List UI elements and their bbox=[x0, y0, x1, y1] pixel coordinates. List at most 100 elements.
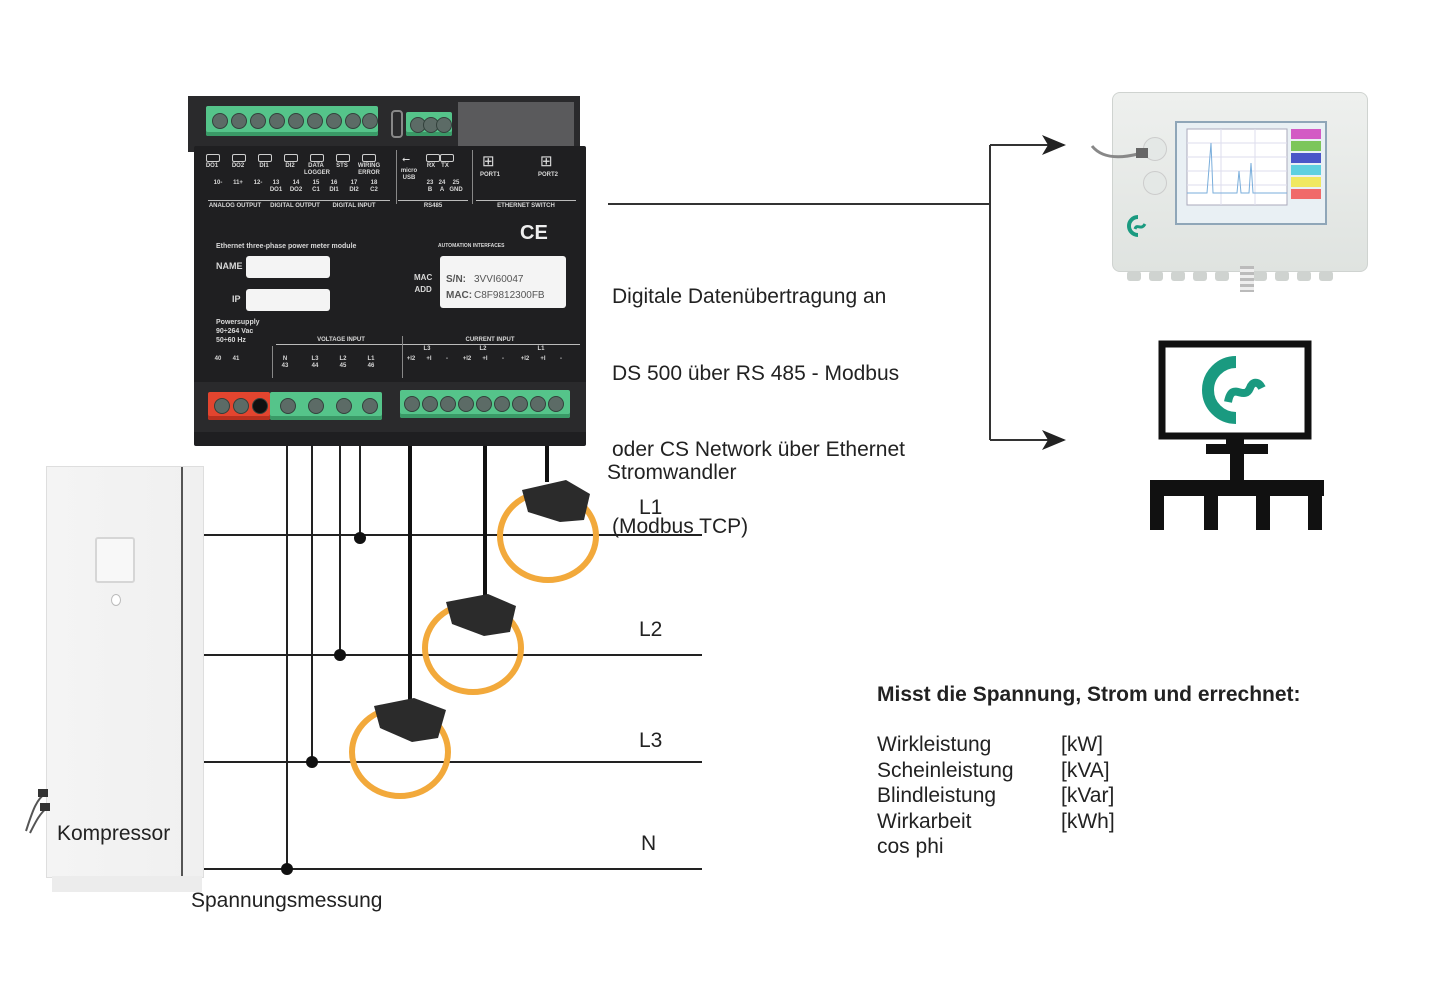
ip-field bbox=[246, 289, 330, 311]
serial-mac-label-plate: S/N: 3VVI60047 MAC: C8F9812300FB bbox=[440, 256, 566, 308]
terminal-label: 41 bbox=[232, 356, 240, 362]
terminal-label: 12- bbox=[253, 180, 263, 186]
led-label-di2: DI2 bbox=[285, 163, 295, 169]
compressor-cabinet: Kompressor bbox=[46, 466, 204, 878]
phase-label-l2: L2 bbox=[639, 618, 663, 641]
terminal-label: +I2 bbox=[406, 356, 416, 362]
network-port-icon: ⊞ bbox=[540, 153, 553, 170]
led-label-data-logger: DATA LOGGER bbox=[304, 163, 331, 176]
terminal-label: 14 DO2 bbox=[289, 180, 303, 193]
measurement-item: Blindleistung [kVar] bbox=[877, 783, 1114, 809]
terminal-label: +I bbox=[482, 356, 488, 362]
ds500-display-device bbox=[1112, 92, 1368, 281]
measurement-unit: [kWh] bbox=[1061, 809, 1115, 833]
terminal-label: 23 B bbox=[426, 180, 434, 193]
neutral-label: N bbox=[641, 832, 657, 855]
junction-dot-l1 bbox=[354, 532, 366, 544]
terminal-label: 11+ bbox=[233, 180, 243, 186]
section-ethernet-switch: ETHERNET SWITCH bbox=[497, 203, 555, 209]
junction-dot-n bbox=[281, 863, 293, 875]
terminal-label: 18 C2 bbox=[370, 180, 378, 193]
terminal-label: 25 GND bbox=[449, 180, 463, 193]
power-meter-module: DO1 DO2 DI1 DI2 DATA LOGGER STS WIRING E… bbox=[188, 96, 586, 446]
measurement-unit: [kVar] bbox=[1061, 784, 1115, 807]
terminal-label: L3 44 bbox=[311, 356, 319, 369]
current-clamp-l3 bbox=[349, 698, 451, 799]
terminal-label: 24 A bbox=[438, 180, 446, 193]
power-supply-spec: Powersupply 90÷264 Vac 50÷60 Hz bbox=[216, 319, 260, 344]
terminal-label: - bbox=[560, 356, 562, 362]
name-field bbox=[246, 256, 330, 278]
description-line: DS 500 über RS 485 - Modbus bbox=[612, 361, 900, 385]
section-digital-input: DIGITAL INPUT bbox=[332, 203, 376, 209]
voltage-terminal-block bbox=[270, 392, 382, 420]
terminal-label: +I2 bbox=[462, 356, 472, 362]
name-label: NAME bbox=[216, 261, 243, 271]
terminal-label: 13 DO1 bbox=[269, 180, 283, 193]
module-title: Ethernet three-phase power meter module bbox=[216, 243, 357, 250]
ce-mark: CE bbox=[520, 222, 548, 244]
terminal-label: - bbox=[446, 356, 448, 362]
measurement-item: Wirkarbeit [kWh] bbox=[877, 809, 1115, 835]
top-terminal-block bbox=[206, 106, 378, 136]
micro-usb-port bbox=[391, 110, 403, 138]
ip-label: IP bbox=[232, 294, 241, 304]
cs-logo-icon bbox=[1127, 215, 1149, 237]
measurement-name: Scheinleistung bbox=[877, 758, 1014, 782]
measurement-name: Wirkleistung bbox=[877, 733, 992, 756]
measurement-item: cos phi bbox=[877, 834, 1014, 860]
voltage-measurement-label: Spannungsmessung bbox=[191, 889, 383, 912]
data-transmission-description: Digitale Datenübertragung an DS 500 über… bbox=[612, 233, 905, 565]
current-transformer-label: Stromwandler bbox=[607, 461, 737, 484]
measurement-name: Blindleistung bbox=[877, 784, 997, 807]
current-group-label: L3 bbox=[423, 346, 431, 352]
led-label-tx: TX bbox=[441, 163, 449, 169]
measurement-unit: [kVA] bbox=[1061, 758, 1110, 782]
compressor-label: Kompressor bbox=[57, 822, 171, 845]
usb-label: micro USB bbox=[400, 168, 418, 181]
usb-cable-icon bbox=[1090, 142, 1150, 162]
terminal-label: +I bbox=[540, 356, 546, 362]
led-label-do2: DO2 bbox=[231, 163, 245, 169]
section-voltage-input: VOLTAGE INPUT bbox=[317, 337, 365, 343]
measurements-list: Wirkleistung [kW] Scheinleistung [kVA] Bli… bbox=[877, 732, 1115, 860]
sd-card-slot-icon bbox=[1143, 171, 1167, 195]
terminal-label: L1 46 bbox=[367, 356, 375, 369]
led-label-do1: DO1 bbox=[205, 163, 219, 169]
port2-label: PORT2 bbox=[537, 172, 558, 178]
current-group-label: L1 bbox=[537, 346, 545, 352]
conduit-icon bbox=[1240, 266, 1254, 292]
description-line: oder CS Network über Ethernet bbox=[612, 438, 905, 461]
section-current-input: CURRENT INPUT bbox=[465, 337, 515, 343]
led-label-rx: RX bbox=[426, 163, 436, 169]
port1-label: PORT1 bbox=[479, 172, 500, 178]
automation-interfaces: AUTOMATION INTERFACES bbox=[438, 243, 505, 249]
serial-value: 3VVI60047 bbox=[474, 274, 524, 285]
measurements-heading: Misst die Spannung, Strom und errechnet: bbox=[877, 683, 1301, 706]
terminal-label: - bbox=[502, 356, 504, 362]
cable-glands bbox=[1113, 271, 1367, 281]
supply-terminal-block bbox=[208, 392, 270, 420]
junction-dot-l2 bbox=[334, 649, 346, 661]
phase-label-l3: L3 bbox=[639, 729, 663, 752]
phase-label-l1: L1 bbox=[639, 496, 663, 519]
terminal-label: L2 45 bbox=[339, 356, 347, 369]
measurement-unit: [kW] bbox=[1061, 733, 1103, 756]
description-line: (Modbus TCP) bbox=[612, 514, 749, 538]
measurement-name: cos phi bbox=[877, 835, 944, 858]
mac-value: C8F9812300FB bbox=[474, 290, 545, 301]
network-port-icon: ⊞ bbox=[482, 153, 495, 170]
current-clamp-l2 bbox=[422, 594, 524, 695]
rs485-terminal-block bbox=[406, 112, 452, 136]
description-line: Digitale Datenübertragung an bbox=[612, 285, 887, 308]
led-label-sts: STS bbox=[336, 163, 348, 169]
current-clamp-l1 bbox=[497, 480, 599, 583]
measurement-name: Wirkarbeit bbox=[877, 809, 972, 833]
ds500-screen bbox=[1175, 121, 1327, 225]
measurement-item: Scheinleistung [kVA] bbox=[877, 758, 1110, 784]
led-label-di1: DI1 bbox=[259, 163, 269, 169]
door-lock-icon bbox=[111, 594, 121, 606]
terminal-label: N 43 bbox=[281, 356, 289, 369]
compressor-cable-icon bbox=[22, 785, 50, 834]
